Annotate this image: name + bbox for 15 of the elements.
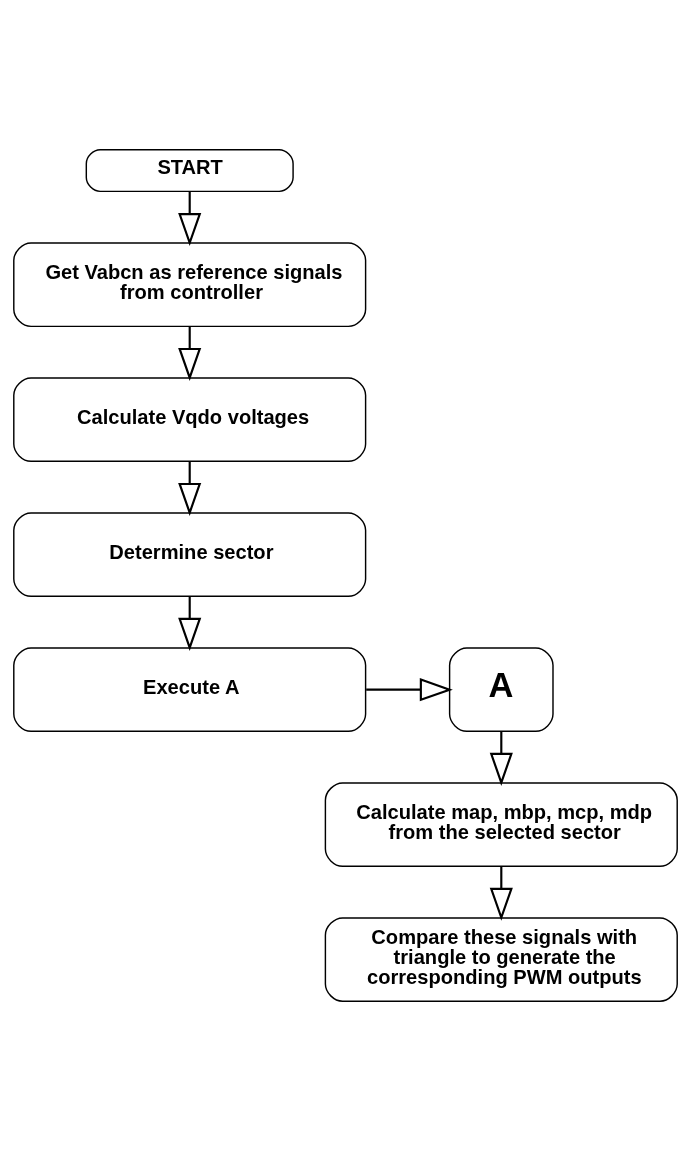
node-box: START (85, 148, 294, 192)
arrow (178, 326, 202, 381)
node-box: Get Vabcn as reference signals from controller (13, 241, 367, 327)
arrow (178, 595, 202, 651)
node-box: Calculate map, mbp, mcp, mdp from the selected sector (324, 781, 678, 867)
arrow (366, 677, 453, 701)
arrow (178, 461, 202, 516)
arrow (489, 865, 513, 921)
node-box: Calculate Vqdo voltages (13, 376, 367, 462)
arrow (178, 191, 202, 246)
node-box: Execute A (13, 646, 367, 732)
node-box: A (448, 646, 554, 732)
node-box: Determine sector (13, 511, 367, 597)
node-box: Compare these signals with triangle to generate the corresponding PWM outputs (324, 916, 678, 1002)
arrow (489, 730, 513, 786)
